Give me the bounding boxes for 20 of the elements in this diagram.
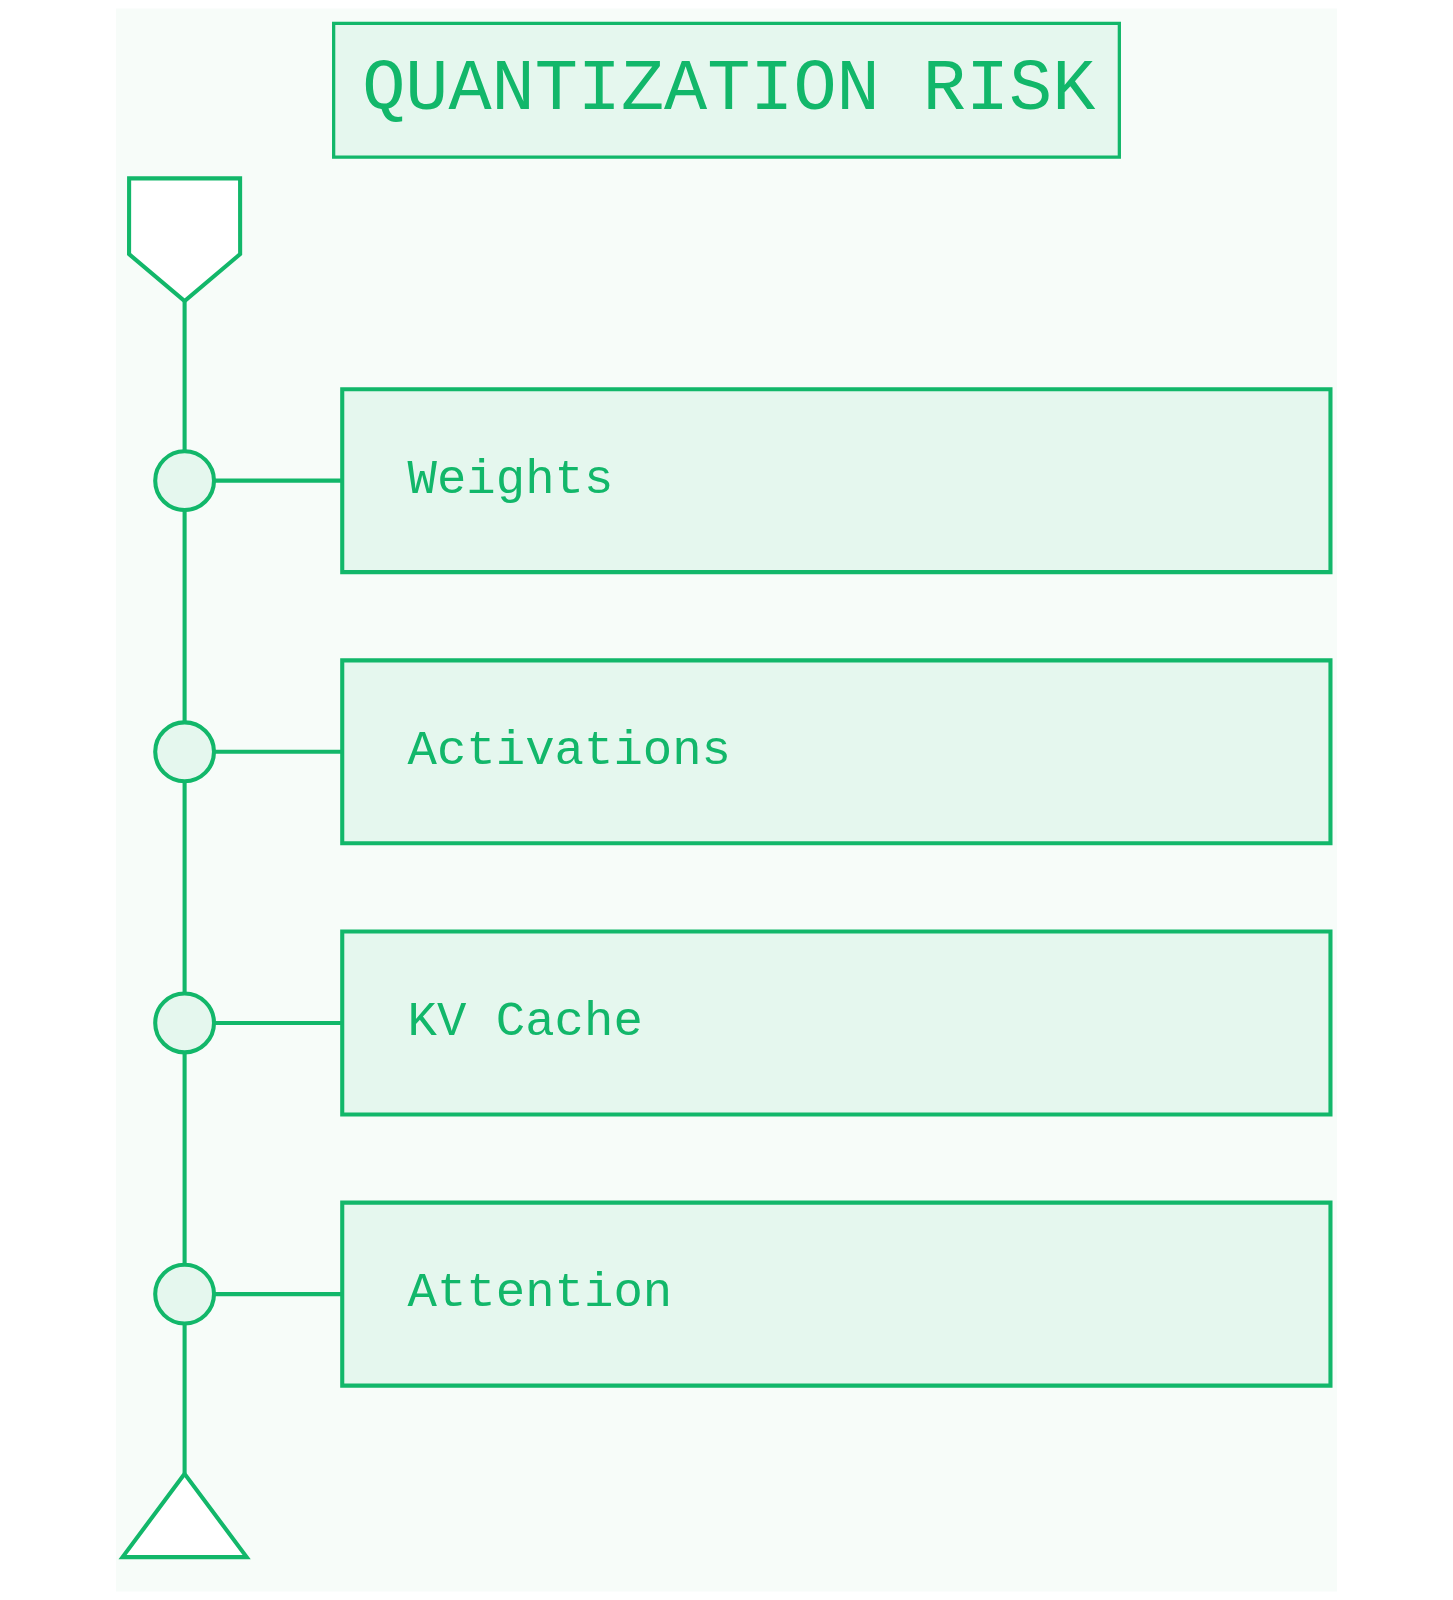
node-box: Activations [340,658,1333,846]
diagram-title: QUANTIZATION RISK [362,48,1096,131]
connector [182,1052,187,1265]
connector [182,1323,187,1474]
node-circle [153,720,217,784]
node-box: Weights [340,387,1333,575]
node-circle [153,991,217,1055]
connector [214,1020,343,1025]
connector [214,478,343,483]
node-circle [153,1262,217,1326]
connector [182,510,187,723]
connector [182,301,187,452]
connector [182,781,187,994]
node-box: Attention [340,1200,1333,1388]
node-triangle [118,1470,251,1560]
connector [214,1292,343,1297]
connector [214,749,343,754]
node-circle [153,449,217,513]
node-shield [127,176,243,304]
node-box: KV Cache [340,929,1333,1117]
